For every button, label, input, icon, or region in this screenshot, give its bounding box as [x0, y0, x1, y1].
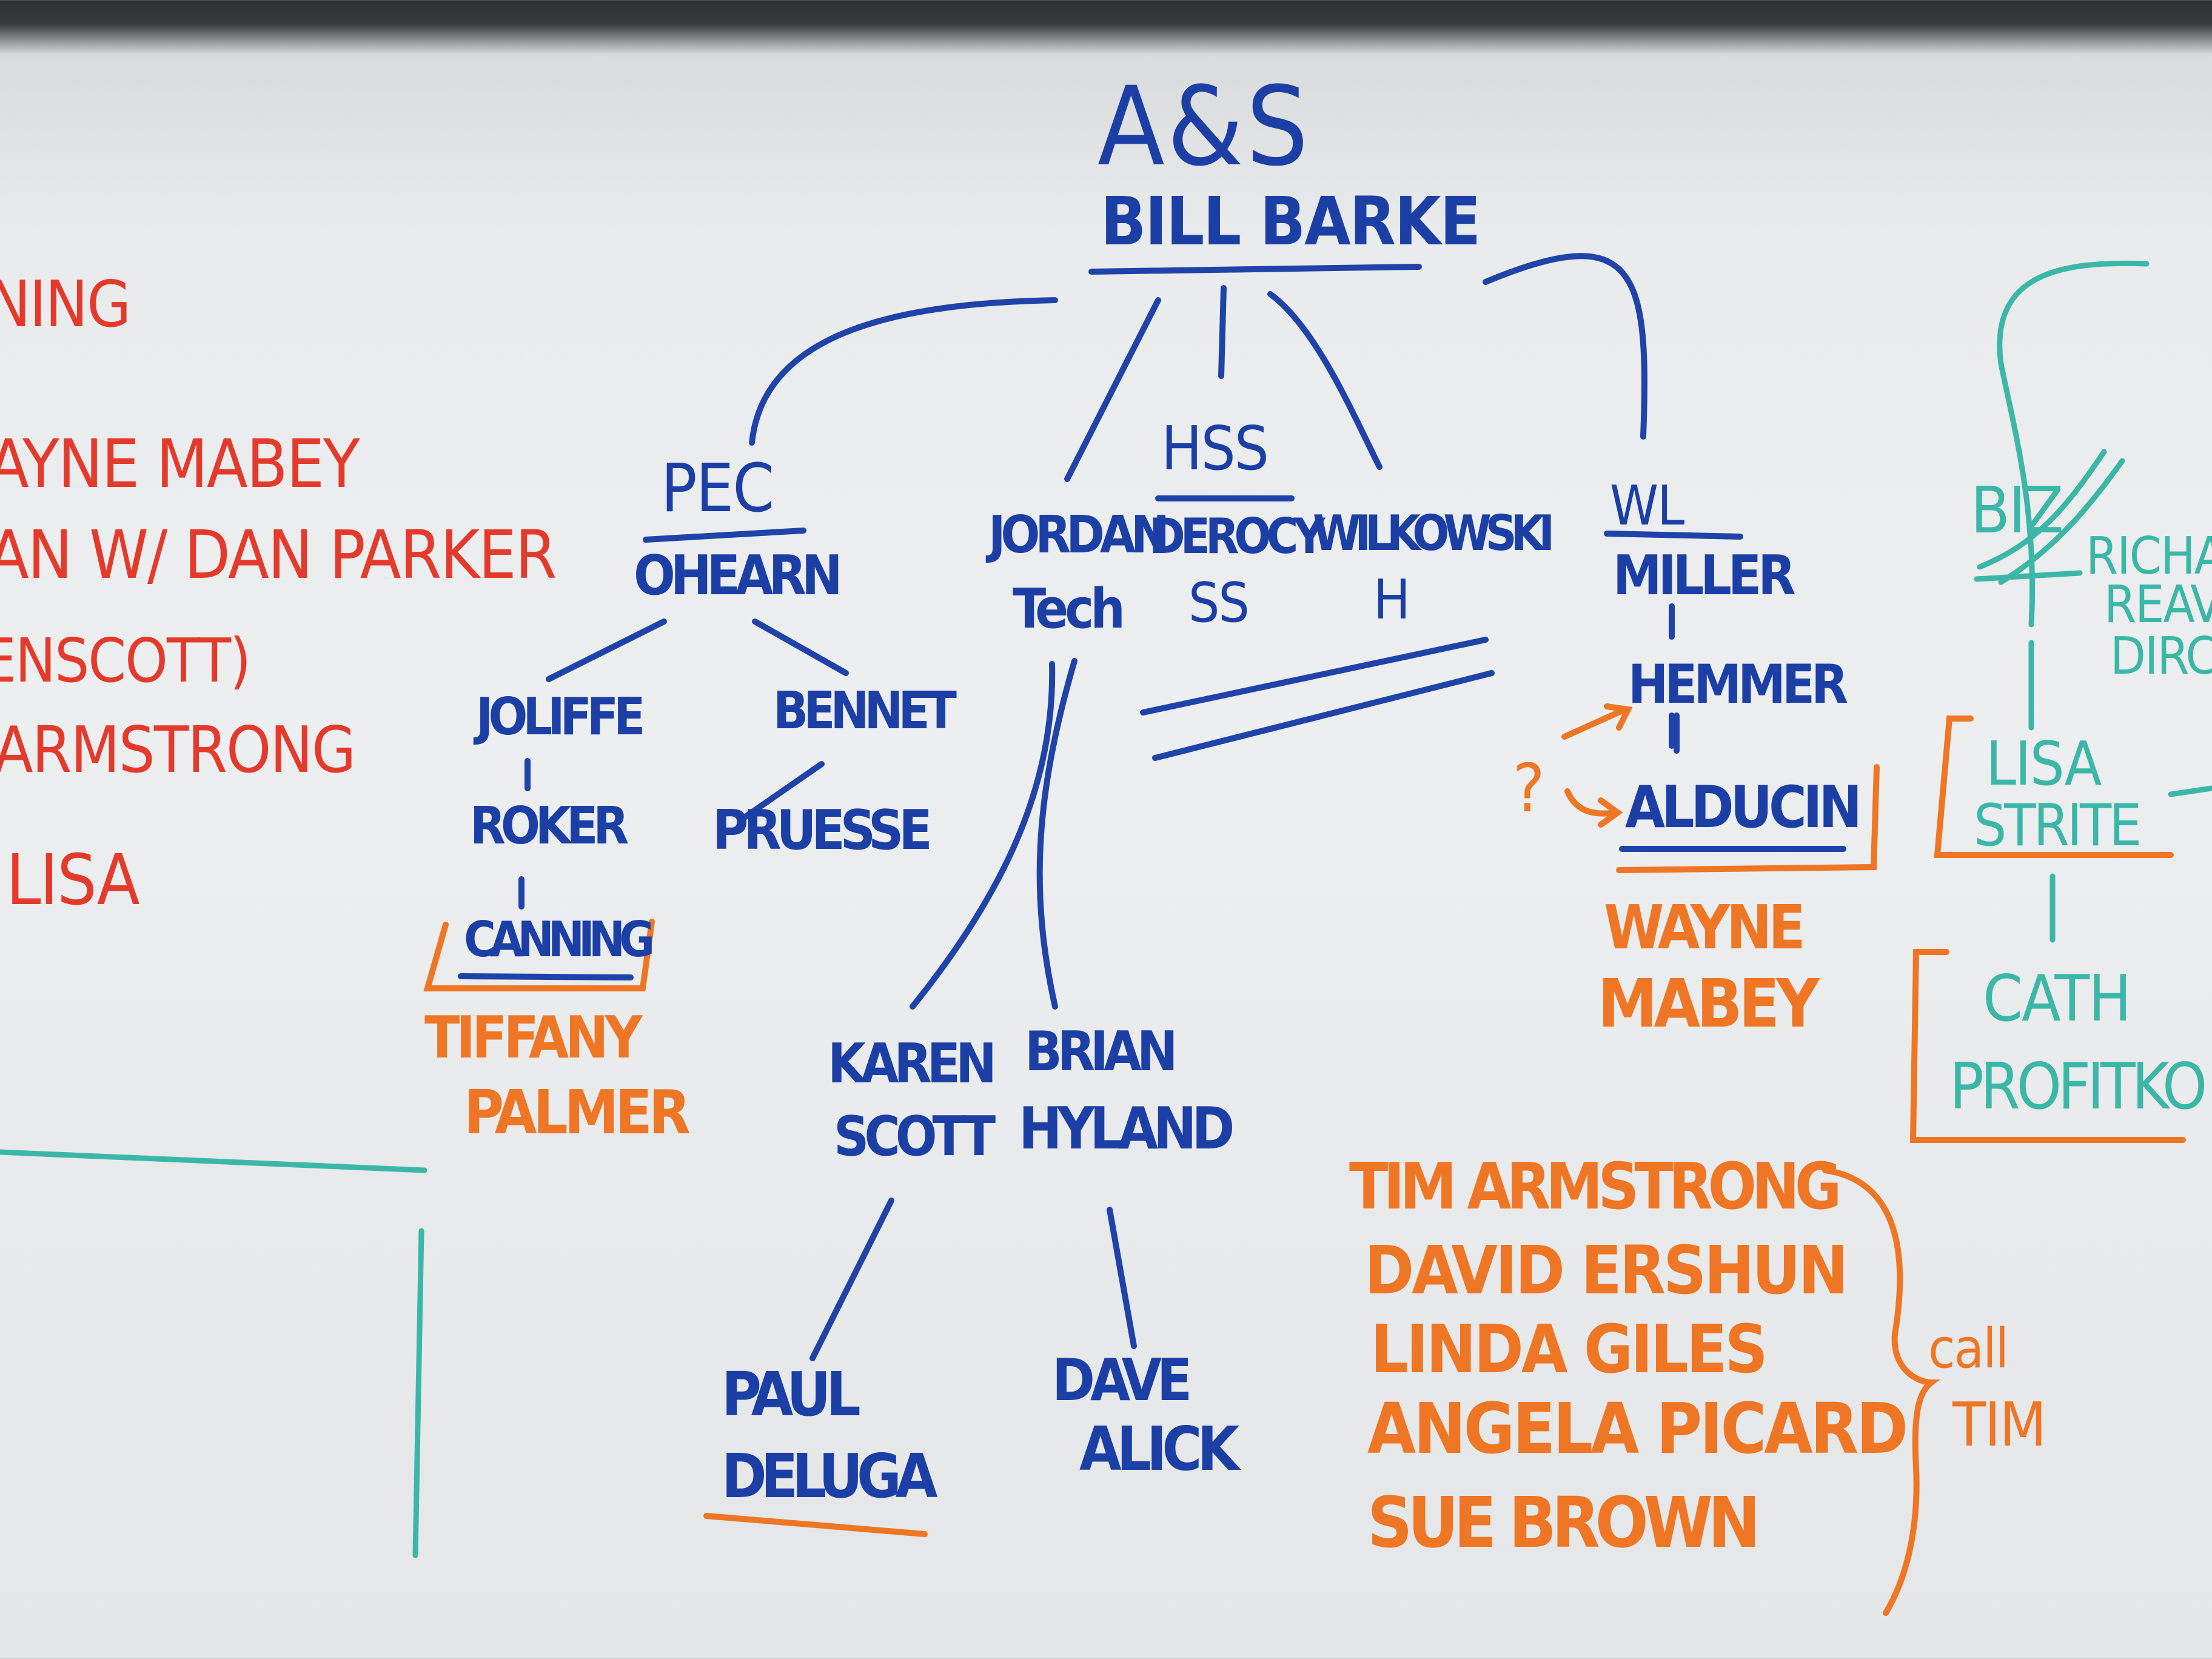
left-teal-hline: [0, 1149, 427, 1173]
node-bennet: BENNET: [773, 681, 957, 741]
node-brian-1: BRIAN: [1025, 1020, 1178, 1084]
canning-bracket: [423, 919, 655, 991]
node-canning: CANNING: [464, 911, 655, 968]
list-brace: [1822, 1167, 1940, 1616]
teal-bracket-top: [1997, 260, 2150, 628]
list-item-3: LINDA GILES: [1370, 1310, 1768, 1388]
node-dave-1: DAVE: [1052, 1347, 1192, 1414]
node-pec: PEC: [661, 449, 774, 527]
head-name: BILL BARKE: [1101, 183, 1481, 260]
line-bennet-pruesse: [740, 761, 825, 822]
teal-rich-3: DIRC: [2110, 626, 2212, 686]
teal-lisa-1: LISA: [1986, 728, 2102, 799]
left-note-2: AYNE MABEY: [0, 425, 360, 503]
left-teal-vline: [412, 1228, 424, 1558]
node-paul-2: DELUGA: [722, 1441, 937, 1512]
node-jordan-sub: Tech: [1013, 577, 1125, 641]
node-karen-1: KAREN: [828, 1032, 997, 1096]
node-joliffe: JOLIFFE: [476, 687, 645, 747]
double-line-1: [1140, 637, 1489, 716]
line-to-wl: [1483, 253, 1647, 440]
node-dave-2: ALICK: [1079, 1413, 1239, 1484]
node-jordan: JORDAN: [988, 505, 1170, 565]
call-tim-1: call: [1928, 1317, 2009, 1381]
call-tim-2: TIM: [1952, 1389, 2046, 1460]
teal-cath-2: PROFITKO: [1949, 1050, 2207, 1124]
wayne-line-1: WAYNE: [1604, 892, 1806, 963]
teal-rich-1: RICHA: [2086, 526, 2212, 586]
teal-lisa-2: STRITE: [1974, 793, 2142, 859]
list-item-5: SUE BROWN: [1367, 1483, 1760, 1564]
node-ohearn: OHEARN: [634, 544, 843, 608]
node-wilkowski-sub: H: [1373, 568, 1410, 632]
cath-bracket: [1909, 949, 2186, 1143]
biz-underline: [1974, 570, 2083, 582]
wayne-line-2: MABEY: [1598, 965, 1820, 1042]
biz-slash-2: [1998, 458, 2125, 585]
line-ohearn-bennet: [752, 618, 849, 676]
node-wilkowski: WILKOWSKI: [1313, 505, 1555, 561]
left-note-1: NING: [0, 267, 131, 341]
node-hemmer: HEMMER: [1628, 653, 1848, 716]
node-wl: WL: [1610, 474, 1684, 538]
lisa-bracket: [1934, 716, 2174, 858]
line-tech-karen: [910, 661, 1056, 1010]
left-note-6: LISA: [6, 840, 140, 921]
left-note-4: ENSCOTT): [0, 625, 251, 696]
teal-rich-2: REAV: [2104, 575, 2212, 635]
arrow-hemmer: [1561, 703, 1633, 740]
line-to-hss: [1218, 285, 1227, 379]
node-hss: HSS: [1161, 413, 1269, 484]
paul-underline: [703, 1513, 928, 1537]
line-to-pec: [749, 297, 1058, 446]
node-miller: MILLER: [1613, 544, 1796, 608]
org-title: A&S: [1098, 64, 1311, 190]
list-item-4: ANGELA PICARD: [1367, 1389, 1908, 1470]
line-to-jordan: [1064, 297, 1161, 482]
node-brian-2: HYLAND: [1019, 1096, 1235, 1162]
node-karen-2: SCOTT: [834, 1105, 996, 1168]
line-ohearn-joliffe: [546, 618, 667, 682]
tiffany-line-2: PALMER: [464, 1077, 691, 1148]
pec-underline: [643, 528, 806, 543]
teal-biz: BIZ: [1971, 474, 2063, 548]
line-karen-paul: [809, 1198, 894, 1361]
node-pruesse: PRUESSE: [712, 799, 933, 862]
wl-underline: [1604, 531, 1743, 540]
line-tech-brian: [1036, 658, 1078, 1010]
node-derocy: DEROCY: [1149, 508, 1325, 565]
node-alducin: ALDUCIN: [1625, 774, 1862, 841]
node-derocy-sub: SS: [1188, 571, 1250, 635]
double-line-2: [1152, 670, 1495, 761]
arrow-alducin: [1564, 788, 1623, 828]
head-underline: [1088, 264, 1422, 275]
list-item-2: DAVID ERSHUN: [1364, 1232, 1848, 1309]
canning-underline: [458, 973, 634, 980]
line-brian-dave: [1107, 1207, 1137, 1349]
teal-cath-1: CATH: [1983, 962, 2131, 1036]
left-note-3: AN W/ DAN PARKER: [0, 516, 557, 594]
tiffany-line-1: TIFFANY: [424, 1005, 643, 1071]
node-paul-1: PAUL: [722, 1359, 861, 1430]
left-note-5: ARMSTRONG: [0, 713, 356, 787]
list-item-1: TIM ARMSTRONG: [1349, 1150, 1842, 1224]
biz-slash-1: [1977, 449, 2107, 570]
teal-right-mark: [2168, 785, 2212, 797]
alducin-bracket: [1616, 764, 1880, 873]
node-roker: ROKER: [470, 796, 629, 856]
line-to-wilkowski: [1267, 291, 1382, 470]
question-mark: ?: [1513, 749, 1545, 827]
